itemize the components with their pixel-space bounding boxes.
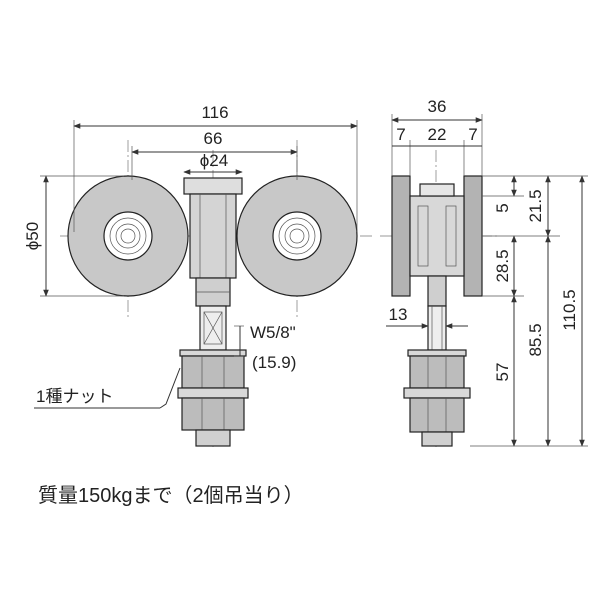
front-view: 116 66 ϕ24 ϕ50 W5/8" (15.9) 1種ナット	[23, 103, 372, 450]
thread-mm-label: (15.9)	[252, 353, 296, 372]
dim-hub-diameter: ϕ24	[200, 151, 228, 170]
dim-shaft-width: 13	[389, 305, 408, 324]
dim-85-5: 85.5	[526, 323, 545, 356]
dim-wheel-span: 66	[204, 129, 223, 148]
left-wheel	[67, 175, 189, 297]
dim-overall-width: 116	[201, 103, 228, 122]
dim-wheel-diameter: ϕ50	[23, 222, 42, 250]
nut-type-label: 1種ナット	[36, 387, 113, 406]
dim-seg-right: 7	[468, 125, 477, 144]
threaded-shaft	[199, 305, 227, 351]
side-right-wheel	[463, 175, 483, 297]
side-shaft	[427, 305, 447, 351]
dim-110-5: 110.5	[560, 289, 579, 330]
dim-side-width: 36	[428, 97, 447, 116]
side-view: 36 7 22 7 13 5 21.5 28.5 57 85.5 110.5	[380, 97, 588, 450]
center-body	[183, 177, 243, 307]
dim-28-5: 28.5	[493, 249, 512, 282]
dim-57: 57	[493, 363, 512, 382]
nut-stack	[177, 349, 249, 447]
right-wheel	[236, 175, 358, 297]
dim-seg-mid: 22	[428, 125, 447, 144]
thread-size-label: W5/8"	[250, 323, 296, 342]
side-left-wheel	[391, 175, 411, 297]
dim-21-5: 21.5	[526, 189, 545, 222]
load-capacity-caption: 質量150kgまで（2個吊当り）	[38, 484, 304, 507]
dim-5: 5	[493, 203, 512, 212]
dim-seg-left: 7	[396, 125, 405, 144]
side-axle-body	[409, 195, 465, 277]
